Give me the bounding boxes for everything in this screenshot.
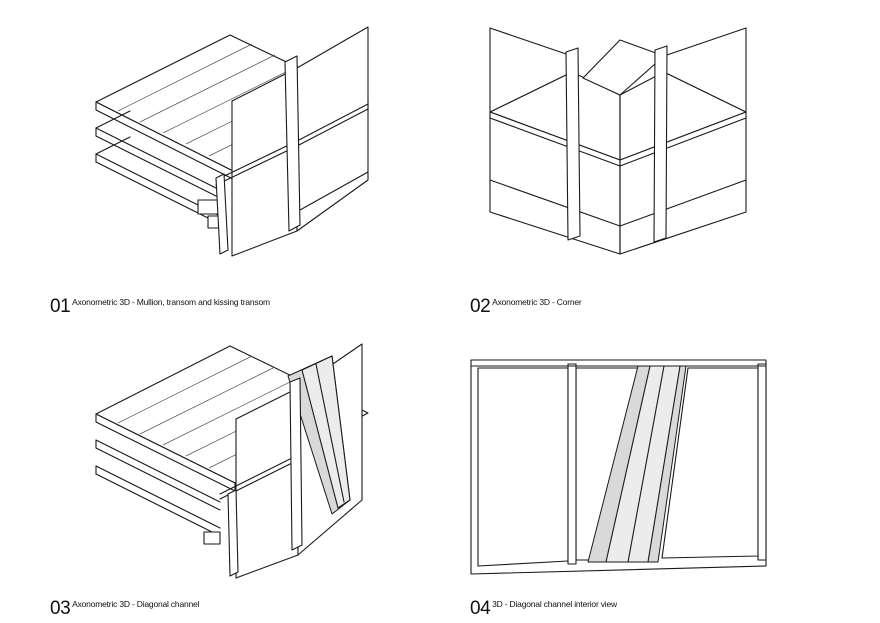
- caption-01-text: Axonometric 3D - Mullion, transom and ki…: [72, 297, 270, 307]
- caption-04-text: 3D - Diagonal channel interior view: [492, 599, 617, 609]
- caption-01-number: 01: [50, 296, 71, 317]
- caption-02-text: Axonometric 3D - Corner: [492, 297, 582, 307]
- caption-03-number: 03: [50, 598, 71, 619]
- caption-03-text: Axonometric 3D - Diagonal channel: [72, 599, 200, 609]
- drawing-02-corner: [489, 27, 747, 255]
- drawing-01-mullion-transom: [95, 26, 369, 257]
- caption-04-number: 04: [470, 598, 491, 619]
- drawing-03-diagonal-channel: [95, 343, 369, 579]
- caption-02-number: 02: [470, 296, 491, 317]
- drawing-04-interior-view: [470, 359, 767, 575]
